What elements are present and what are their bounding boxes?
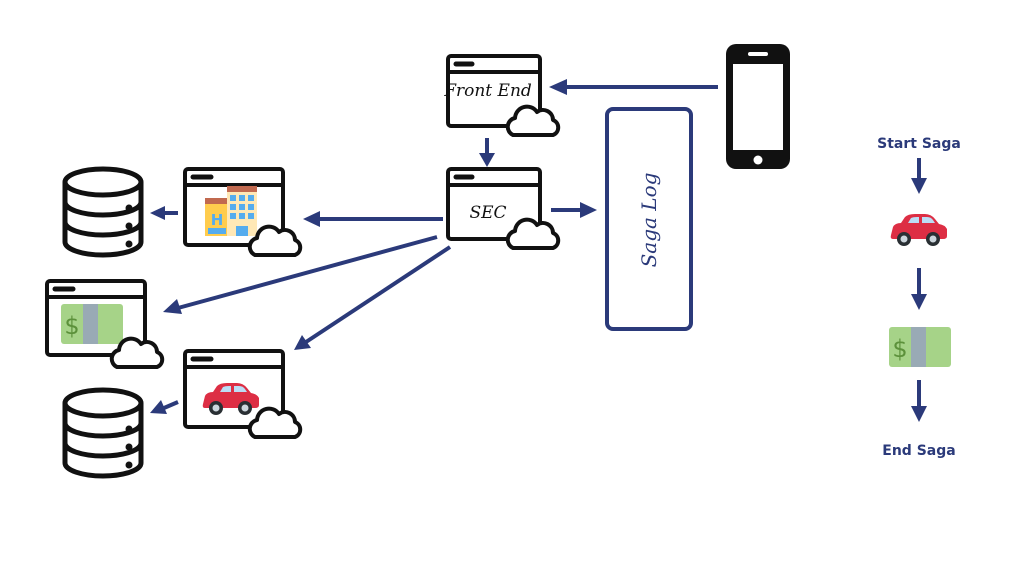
edge-sec-to-payment (163, 235, 438, 314)
front-end-service[interactable]: Front End (443, 54, 561, 137)
svg-text:H: H (211, 211, 224, 229)
hotel-service[interactable]: H (183, 167, 303, 257)
front-end-label: Front End (443, 81, 532, 101)
saga-flow: Start Saga End Saga (877, 136, 961, 459)
cloud-icon (505, 104, 561, 137)
saga-log-label: Saga Log (637, 173, 661, 268)
payment-service[interactable] (45, 279, 165, 369)
edge-car-to-db (150, 400, 179, 414)
money-icon (61, 304, 123, 344)
cloud-icon (109, 336, 165, 369)
edge-sec-to-car (294, 245, 452, 350)
car-icon (890, 214, 947, 246)
edge-mobile-to-frontend (549, 79, 718, 95)
cloud-icon (247, 224, 303, 257)
cloud-icon (247, 406, 303, 439)
start-saga-label: Start Saga (877, 136, 961, 152)
flow-arrow (911, 158, 927, 194)
saga-log[interactable]: Saga Log (605, 107, 693, 331)
smartphone-icon[interactable] (726, 44, 790, 169)
edge-frontend-to-sec (479, 138, 495, 167)
hotel-database-icon[interactable] (65, 169, 141, 255)
cloud-icon (505, 217, 561, 250)
car-database-icon[interactable] (65, 390, 141, 476)
sec-label: SEC (469, 203, 506, 223)
flow-arrow (911, 380, 927, 422)
money-icon (889, 327, 951, 367)
car-service[interactable] (183, 349, 303, 439)
sec-service[interactable]: SEC (446, 167, 561, 250)
end-saga-label: End Saga (882, 443, 955, 459)
flow-arrow (911, 268, 927, 310)
edge-hotel-to-db (150, 206, 178, 220)
hotel-icon: H (205, 186, 257, 236)
edge-sec-to-hotel (303, 211, 443, 227)
edge-sec-to-saga-log (551, 202, 597, 218)
